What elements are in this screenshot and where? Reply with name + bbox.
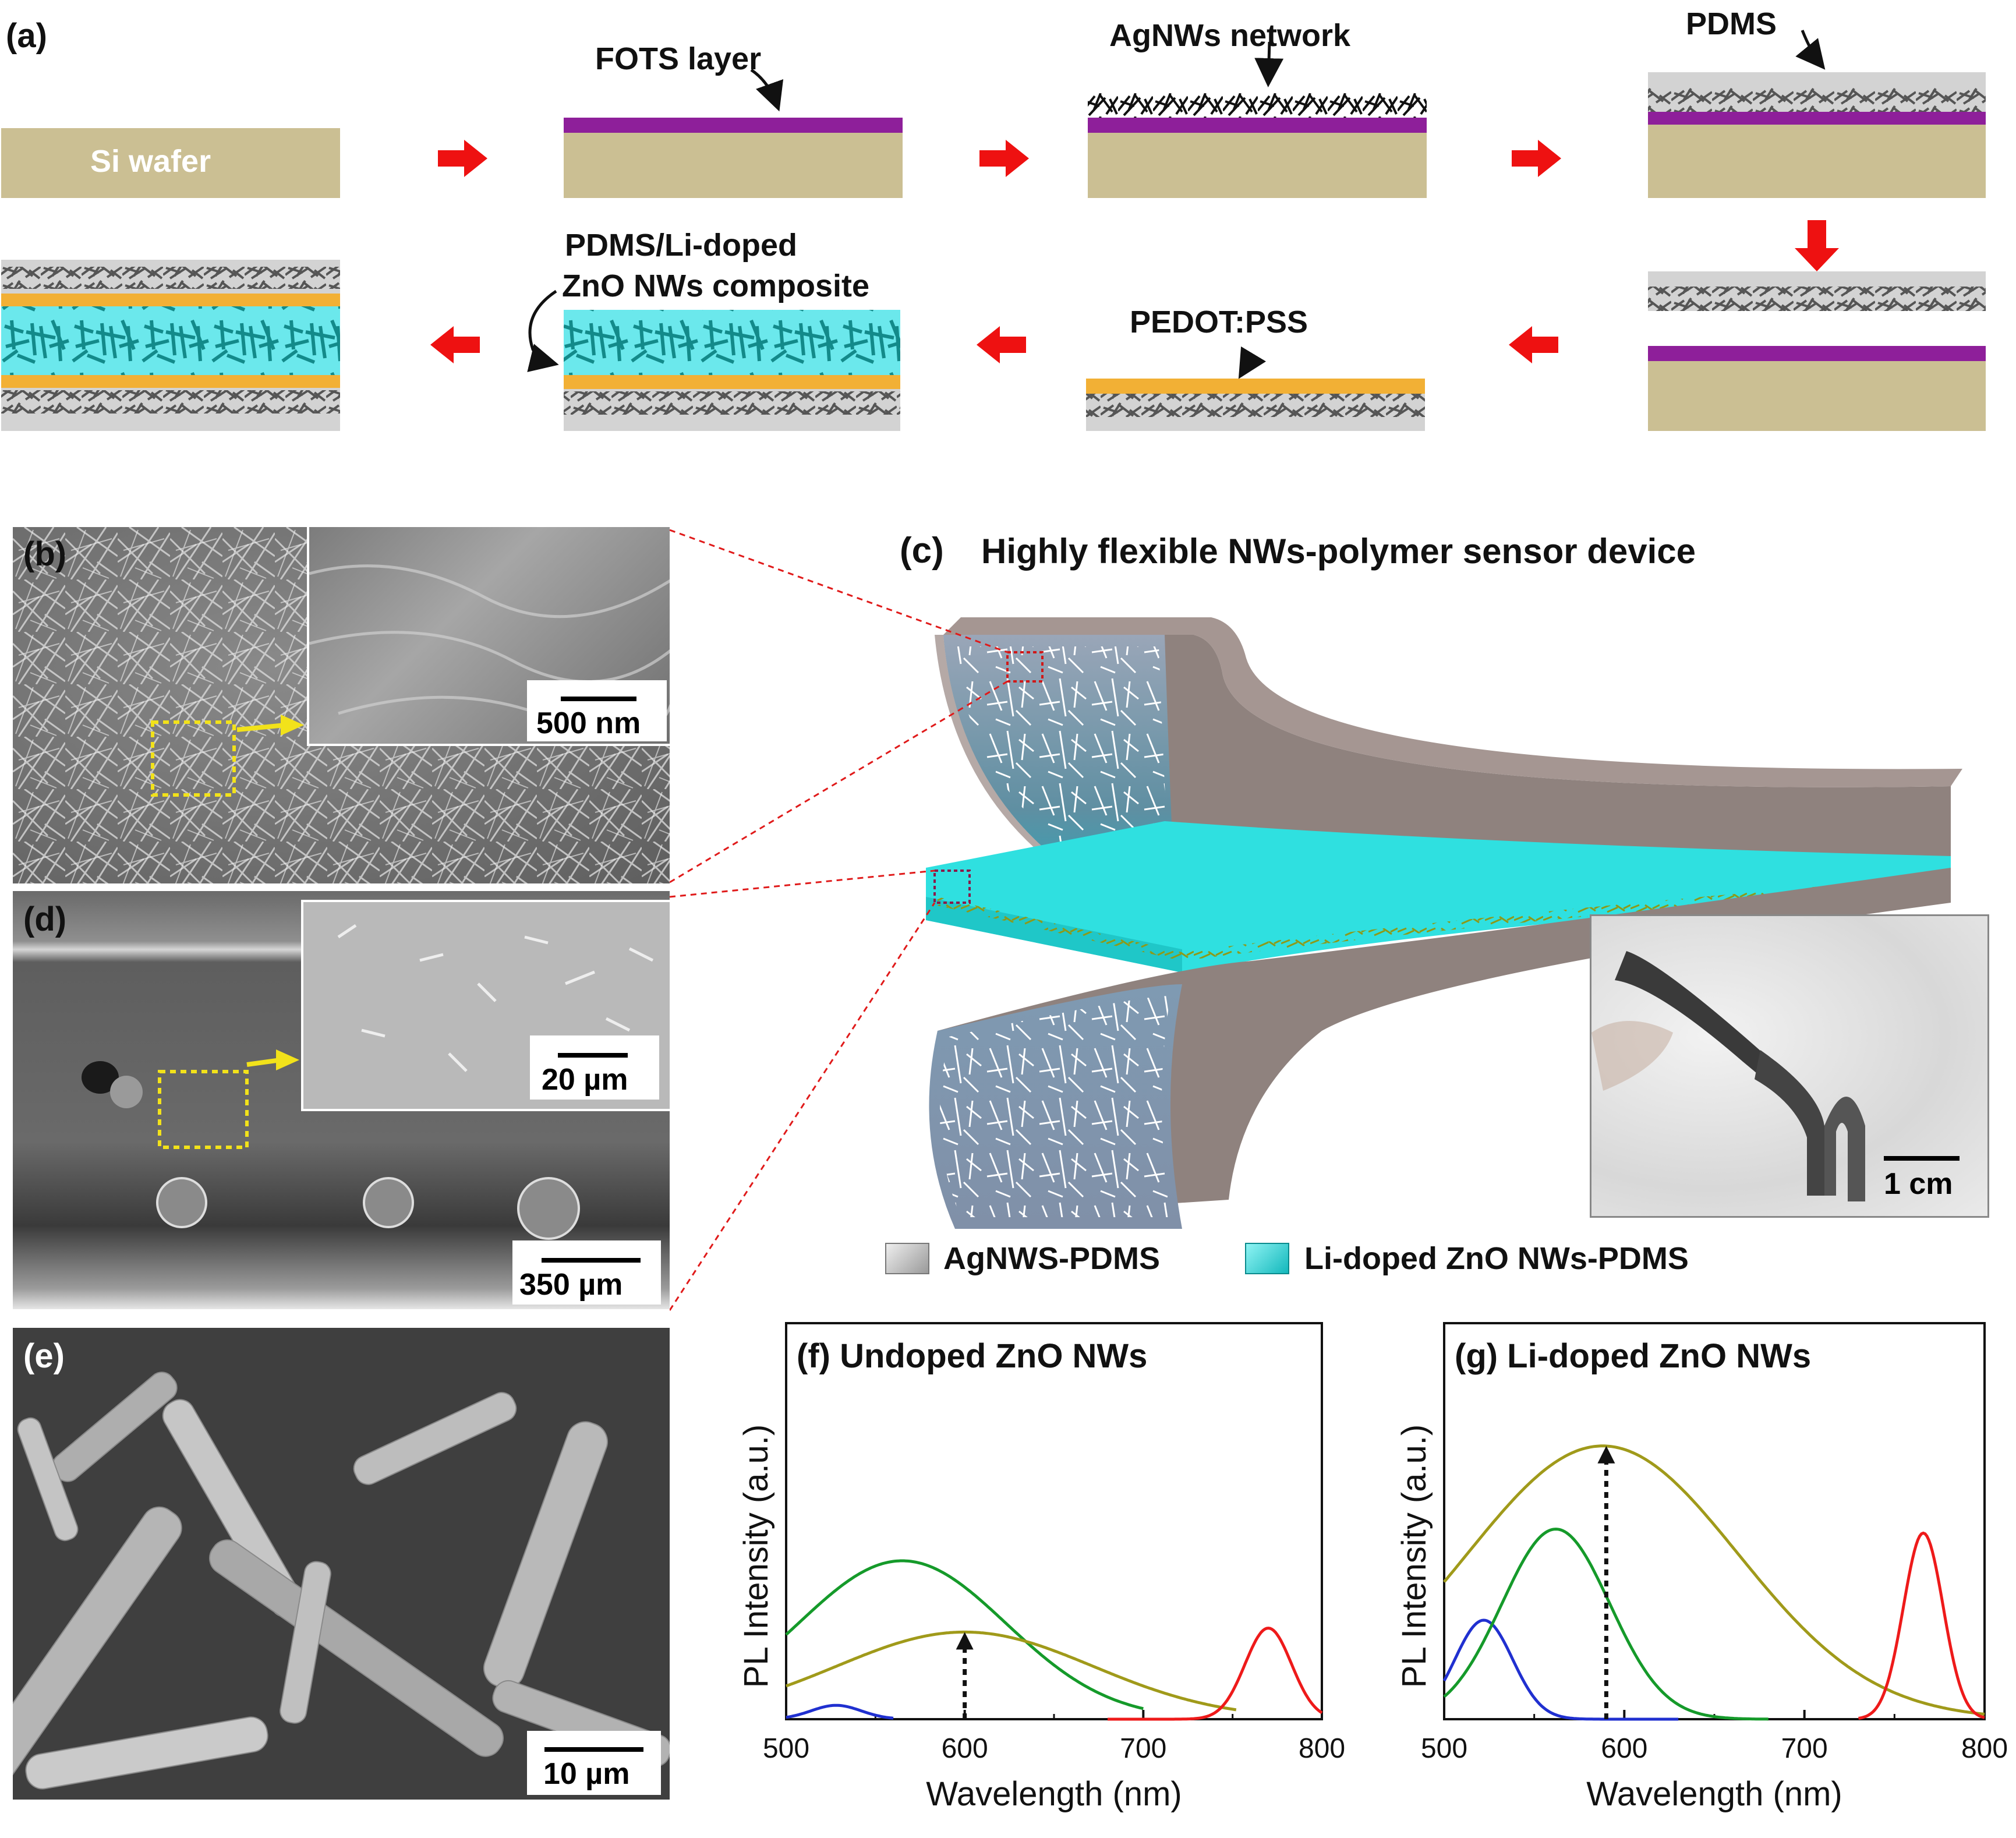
pedot-pss-label: PEDOT:PSS [1130, 305, 1308, 340]
sem-image-d [13, 891, 670, 1309]
x-tick-label: 800 [1299, 1733, 1345, 1764]
scale-bar-d-main: 350 µm [512, 1240, 661, 1305]
red-arrow-icon [979, 140, 1029, 177]
step-agnws [1088, 41, 1427, 198]
step-sandwich [1, 260, 340, 431]
panel-b-label: (b) [23, 535, 67, 573]
series-line-2 [1443, 1444, 1985, 1716]
pdms-label: PDMS [1686, 6, 1777, 41]
step-peel [1648, 271, 1986, 431]
scale-bar-c: 1 cm [1861, 1150, 1977, 1208]
series-line-3 [1108, 1627, 1323, 1721]
series-line-1 [1443, 1528, 1769, 1721]
legend-swatch-zno [1245, 1243, 1289, 1274]
panel-a-process-diagram [1, 30, 1986, 431]
composite-label-line2: ZnO NWs composite [562, 268, 870, 303]
x-tick-label: 600 [1601, 1733, 1647, 1764]
red-arrow-down-icon [1795, 220, 1839, 271]
series-line-3 [1858, 1531, 1985, 1720]
fots-layer-label: FOTS layer [595, 41, 762, 76]
step-si-wafer [1, 128, 340, 198]
red-arrow-icon [1512, 140, 1561, 177]
panel-c-title: Highly flexible NWs-polymer sensor devic… [981, 532, 1696, 571]
composite-label-line1: PDMS/Li-doped [565, 228, 797, 263]
series-line-0 [1442, 1618, 1679, 1721]
x-tick-label: 800 [1961, 1733, 2008, 1764]
chart-title-text: Undoped ZnO NWs [840, 1337, 1147, 1375]
step-composite [527, 289, 900, 431]
legend-label-zno: Li-doped ZnO NWs-PDMS [1304, 1241, 1689, 1276]
step-pdms [1648, 30, 1986, 198]
series-line-0 [786, 1703, 894, 1720]
panel-a-label: (a) [6, 17, 47, 55]
dotted-arrow-head-icon [956, 1632, 974, 1650]
series-line-2 [786, 1630, 1237, 1712]
legend-label-agnws: AgNWS-PDMS [943, 1241, 1160, 1276]
scale-bar-d-inset: 20 µm [530, 1035, 659, 1100]
legend: AgNWS-PDMS Li-doped ZnO NWs-PDMS [885, 1240, 1817, 1281]
si-wafer-label: Si wafer [90, 144, 211, 179]
legend-swatch-agnws [885, 1243, 929, 1274]
panel-e-label: (e) [23, 1337, 65, 1375]
x-tick-label: 600 [942, 1733, 988, 1764]
agnws-network-label: AgNWs network [1109, 18, 1351, 53]
step-fots [564, 68, 903, 198]
red-arrow-left-icon [1509, 326, 1558, 363]
red-arrow-icon [438, 140, 487, 177]
plot-frame [1443, 1322, 1986, 1720]
x-tick-label: 700 [1781, 1733, 1828, 1764]
series-line-1 [785, 1559, 1144, 1710]
x-tick-label: 700 [1120, 1733, 1166, 1764]
y-axis-label: PL Intensity (a.u.) [737, 1425, 775, 1688]
step-pedot [1086, 346, 1425, 431]
x-axis-label: Wavelength (nm) [926, 1775, 1182, 1813]
chart-title: (g) Li-doped ZnO NWs [1455, 1337, 1811, 1375]
x-tick-label: 500 [1421, 1733, 1467, 1764]
panel-d-label: (d) [23, 900, 67, 938]
scale-bar-e: 10 µm [527, 1731, 661, 1795]
chart-f: 500 600 700 800 (f) Undoped ZnO NWsWavelengt… [737, 1322, 1345, 1813]
sem-image-e [13, 1328, 670, 1800]
red-arrow-left-icon [430, 326, 480, 363]
device-illustration [670, 529, 1962, 1311]
panel-letter: (f) [797, 1337, 840, 1375]
chart-title-text: Li-doped ZnO NWs [1507, 1337, 1811, 1375]
x-tick-label: 500 [763, 1733, 809, 1764]
device-photo-inset [1590, 914, 1989, 1218]
panel-c-label: (c) [900, 531, 944, 571]
panel-letter: (g) [1455, 1337, 1507, 1375]
chart-title: (f) Undoped ZnO NWs [797, 1337, 1147, 1375]
scale-bar-b: 500 nm [527, 680, 667, 741]
dotted-arrow-head-icon [1597, 1445, 1615, 1464]
plot-frame [785, 1322, 1323, 1720]
red-arrow-left-icon [977, 326, 1026, 363]
x-axis-label: Wavelength (nm) [1586, 1775, 1842, 1813]
y-axis-label: PL Intensity (a.u.) [1395, 1425, 1433, 1688]
chart-g: 500 600 700 800 (g) Li-doped ZnO NWsWaveleng… [1395, 1322, 2008, 1813]
